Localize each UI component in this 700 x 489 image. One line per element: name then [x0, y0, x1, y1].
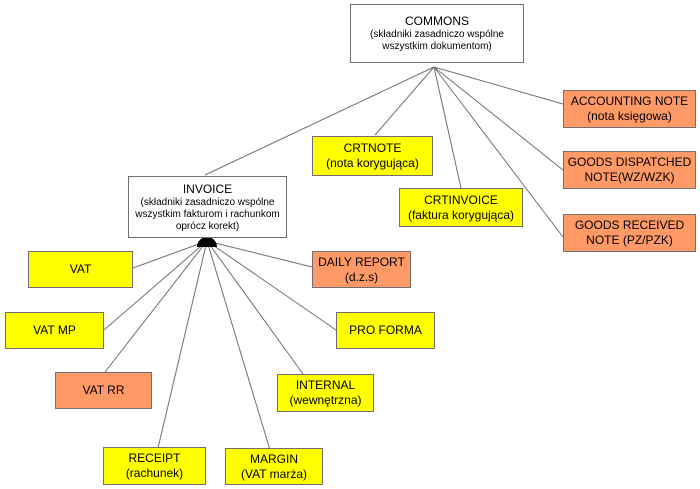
node-pro-forma: PRO FORMA	[336, 312, 435, 349]
node-vat-mp-title: VAT MP	[33, 323, 76, 337]
link-commons-crtinvoice	[433, 66, 462, 189]
node-accounting-note-subtitle: (nota księgowa)	[587, 109, 672, 123]
node-crtnote: CRTNOTE (nota korygująca)	[312, 136, 433, 176]
node-margin-title: MARGIN	[250, 451, 298, 466]
node-goods-received-title: GOODS RECEIVED	[574, 218, 685, 232]
link-commons-goods-dispatched	[433, 66, 564, 171]
node-daily-report-title: DAILY REPORT	[318, 254, 405, 269]
link-commons-goods-received	[433, 66, 564, 238]
node-vat-mp: VAT MP	[5, 312, 104, 349]
link-invoice-pro-forma	[206, 240, 337, 331]
node-invoice-title: INVOICE	[182, 181, 233, 196]
node-crtinvoice: CRTINVOICE (faktura korygująca)	[399, 188, 523, 227]
node-margin: MARGIN (VAT marża)	[225, 448, 323, 485]
node-receipt-subtitle: (rachunek)	[125, 466, 184, 480]
node-internal-title: INTERNAL	[295, 378, 356, 392]
node-daily-report: DAILY REPORT (d.z.s)	[312, 251, 411, 288]
node-invoice: INVOICE (składniki zasadniczo wspólne ws…	[128, 176, 287, 238]
node-accounting-note-title: ACCOUNTING NOTE	[570, 94, 689, 108]
link-invoice-vat	[132, 240, 208, 269]
node-goods-received-subtitle: NOTE (PZ/PZK)	[586, 233, 673, 247]
link-commons-accounting-note	[433, 66, 564, 105]
link-commons-crtnote	[374, 66, 435, 136]
node-vat-title: VAT	[69, 262, 92, 276]
node-commons-subtitle: (składniki zasadniczo wspólne wszystkim …	[370, 29, 504, 52]
node-crtinvoice-subtitle: (faktura korygująca)	[407, 207, 515, 222]
link-commons-invoice	[204, 66, 435, 176]
node-internal: INTERNAL (wewnętrzna)	[277, 374, 374, 412]
node-goods-dispatched: GOODS DISPATCHED NOTE(WZ/WZK)	[563, 151, 696, 189]
node-margin-subtitle: (VAT marża)	[240, 466, 307, 481]
node-crtinvoice-title: CRTINVOICE	[424, 192, 498, 207]
node-vat-rr-title: VAT RR	[82, 383, 125, 397]
node-goods-dispatched-title: GOODS DISPATCHED	[567, 155, 692, 169]
node-commons-title: COMMONS	[405, 14, 469, 28]
node-goods-received: GOODS RECEIVED NOTE (PZ/PZK)	[563, 214, 696, 252]
node-accounting-note: ACCOUNTING NOTE (nota księgowa)	[563, 90, 696, 128]
node-daily-report-subtitle: (d.z.s)	[344, 269, 379, 284]
node-goods-dispatched-subtitle: NOTE(WZ/WZK)	[584, 170, 675, 184]
node-vat: VAT	[28, 251, 133, 288]
node-receipt: RECEIPT (rachunek)	[103, 447, 206, 485]
node-commons: COMMONS (składniki zasadniczo wspólne ws…	[350, 4, 524, 63]
link-invoice-margin	[206, 240, 271, 451]
node-pro-forma-title: PRO FORMA	[349, 323, 422, 337]
node-crtnote-subtitle: (nota korygująca)	[326, 156, 419, 170]
node-receipt-title: RECEIPT	[128, 451, 181, 465]
link-invoice-vat-mp	[103, 240, 208, 331]
node-invoice-subtitle: (składniki zasadniczo wspólne wszystkim …	[135, 196, 280, 232]
node-crtnote-title: CRTNOTE	[343, 141, 402, 155]
invoice-junction	[197, 237, 217, 247]
link-invoice-receipt	[157, 240, 208, 449]
node-vat-rr: VAT RR	[55, 372, 152, 409]
link-invoice-internal	[206, 240, 304, 375]
node-internal-subtitle: (wewnętrzna)	[289, 393, 362, 407]
link-invoice-daily-report	[206, 240, 313, 268]
link-invoice-vat-rr	[104, 240, 208, 373]
